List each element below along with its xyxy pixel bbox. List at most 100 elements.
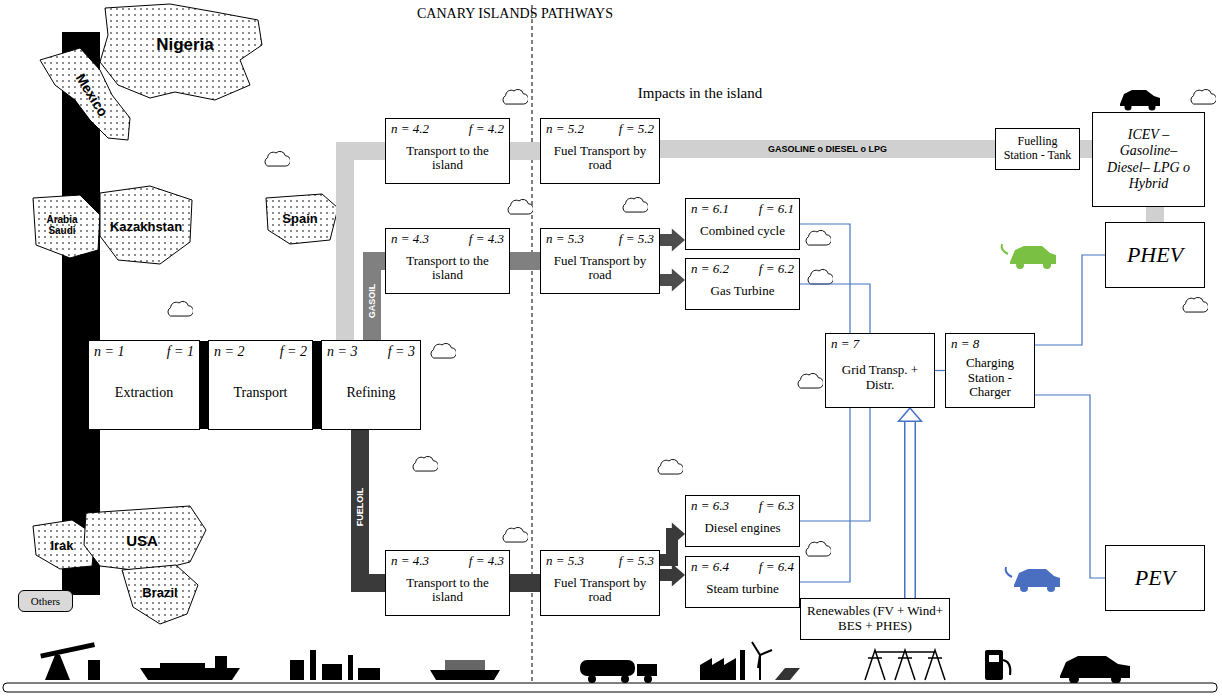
emission-clouds: [168, 89, 1216, 556]
connector: [660, 269, 685, 292]
connector: [313, 385, 321, 386]
index-row: n = 4.3f = 4.3: [391, 232, 504, 247]
name-block: Transport to the island: [391, 144, 504, 174]
node-text: Transport to the island: [391, 576, 504, 606]
index-row: n = 4.2f = 4.2: [391, 122, 504, 137]
name-block: ICEV – Gasoline– Diesel– LPG o Hybrid: [1098, 127, 1199, 191]
country-name: Nigeria: [156, 35, 214, 55]
connector: [200, 385, 208, 386]
node-name: Fuel Transport by road: [546, 137, 654, 180]
node-text: Transport to the island: [391, 254, 504, 284]
index-row: n = 3f = 3: [327, 344, 415, 360]
flow-line: [800, 284, 870, 333]
node-text: Combined cycle: [700, 224, 785, 239]
flow-line: [660, 234, 673, 246]
node-text: Gas Turbine: [711, 284, 775, 299]
index-row: n = 1f = 1: [94, 344, 194, 360]
name-block: Renewables (FV + Wind+ BES + PHES): [806, 604, 944, 634]
index-row: n = 7: [831, 337, 929, 352]
node-name: Transport: [214, 360, 307, 426]
stage-index: n = 6.1: [691, 202, 729, 217]
band-label: GASOIL: [367, 281, 378, 320]
connector: [510, 261, 540, 262]
node-text: ICEV – Gasoline– Diesel– LPG o Hybrid: [1098, 127, 1199, 191]
node-name: Transport to the island: [391, 569, 504, 612]
stage-index: n = 5.3: [546, 554, 584, 569]
country-name: USA: [126, 532, 158, 549]
stage-index: n = 6.3: [691, 499, 729, 514]
connector: [660, 229, 685, 252]
process-box: n = 5.3 f = 5.3Fuel Transport by road: [540, 550, 660, 616]
flow-line: [800, 224, 850, 333]
node-name: Charging Station - Charger: [951, 352, 1029, 404]
name-block: Transport to the island: [391, 576, 504, 606]
node-text: Transport to the island: [391, 144, 504, 174]
connector: [1035, 395, 1105, 578]
process-box: n = 2f = 2Transport: [208, 340, 313, 430]
node-name: Others: [22, 592, 69, 610]
process-box: n = 5.3f = 5.3Fuel Transport by road: [540, 228, 660, 294]
name-block: Diesel engines: [704, 521, 780, 536]
factor-index: f = 6.4: [759, 560, 794, 575]
node-name: Grid Transp. + Distr.: [831, 352, 929, 404]
name-block: Transport to the island: [391, 254, 504, 284]
flow-line: [800, 408, 850, 582]
node-name: Fuelling Station - Tank: [1001, 132, 1074, 166]
arrow-head: [672, 229, 685, 252]
band-label: FUELOIL: [355, 485, 366, 528]
node-name: Transport to the island: [391, 247, 504, 290]
flow-line: [660, 569, 673, 581]
arrow-head: [672, 269, 685, 292]
factor-index: f = 5.2: [619, 122, 654, 137]
node-name: Fuel Transport by road: [546, 569, 654, 612]
flow-line: [345, 151, 385, 340]
connector: [800, 224, 850, 333]
factor-index: f = 5.3: [619, 554, 654, 569]
name-block: Fuel Transport by road: [546, 576, 654, 606]
connector: [1080, 149, 1092, 150]
name-block: Gas Turbine: [711, 284, 775, 299]
process-box: n = 8Charging Station - Charger: [945, 333, 1035, 408]
flow-line: [1035, 395, 1105, 578]
process-box: n = 1f = 1Extraction: [88, 340, 200, 430]
flow-line: [660, 534, 673, 560]
node-text: Diesel engines: [704, 521, 780, 536]
process-box: n = 4.3f = 4.3Transport to the island: [385, 228, 510, 294]
country-name: Brazil: [142, 585, 177, 600]
index-row: n = 8: [951, 337, 1029, 352]
flow-line: [904, 420, 916, 598]
process-box: n = 7Grid Transp. + Distr.: [825, 333, 935, 408]
process-box: ICEV – Gasoline– Diesel– LPG o Hybrid: [1092, 112, 1205, 207]
origin-box: Others: [18, 590, 73, 612]
country-name: Mexico: [73, 71, 112, 120]
name-block: Refining: [347, 385, 396, 401]
connector: [1155, 207, 1156, 222]
process-box: PEV: [1105, 545, 1205, 611]
country-name: Kazakhstan: [110, 219, 182, 234]
stage-index: n = 4.2: [391, 122, 429, 137]
connector: [660, 564, 685, 587]
name-block: Fuelling Station - Tank: [1001, 135, 1074, 163]
flow-line: [510, 252, 540, 270]
process-box: n = 4.3f = 4.3Transport to the island: [385, 550, 510, 616]
factor-index: f = 4.3: [469, 232, 504, 247]
index-row: n = 2f = 2: [214, 344, 307, 360]
factor-index: f = 3: [388, 344, 415, 360]
flow-line: [510, 574, 540, 592]
connector: [800, 284, 870, 333]
process-box: n = 3f = 3 Refining: [321, 340, 421, 430]
connector: [899, 408, 922, 598]
factor-index: f = 5.3: [619, 232, 654, 247]
connector: [800, 408, 850, 582]
arrow-head: [672, 523, 685, 546]
index-row: n = 5.2f = 5.2: [546, 122, 654, 137]
connector: [660, 523, 685, 560]
name-block: Others: [31, 595, 60, 608]
bottom-icons: [40, 642, 1130, 684]
index-row: n = 4.3f = 4.3: [391, 554, 504, 569]
factor-index: f = 2: [280, 344, 307, 360]
factor-index: f = 4.3: [469, 554, 504, 569]
node-name: Diesel engines: [691, 514, 794, 543]
process-box: n = 6.3f = 6.3Diesel engines: [685, 495, 800, 547]
node-name: ICEV – Gasoline– Diesel– LPG o Hybrid: [1098, 116, 1199, 203]
